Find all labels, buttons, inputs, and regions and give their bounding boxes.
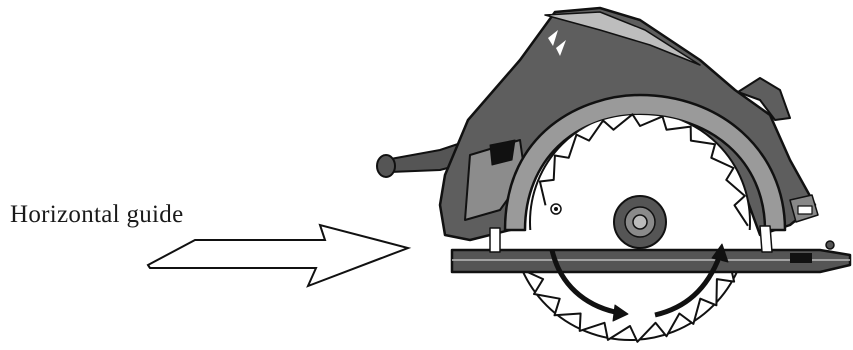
direction-arrow <box>148 225 408 286</box>
circular-saw <box>377 8 850 342</box>
